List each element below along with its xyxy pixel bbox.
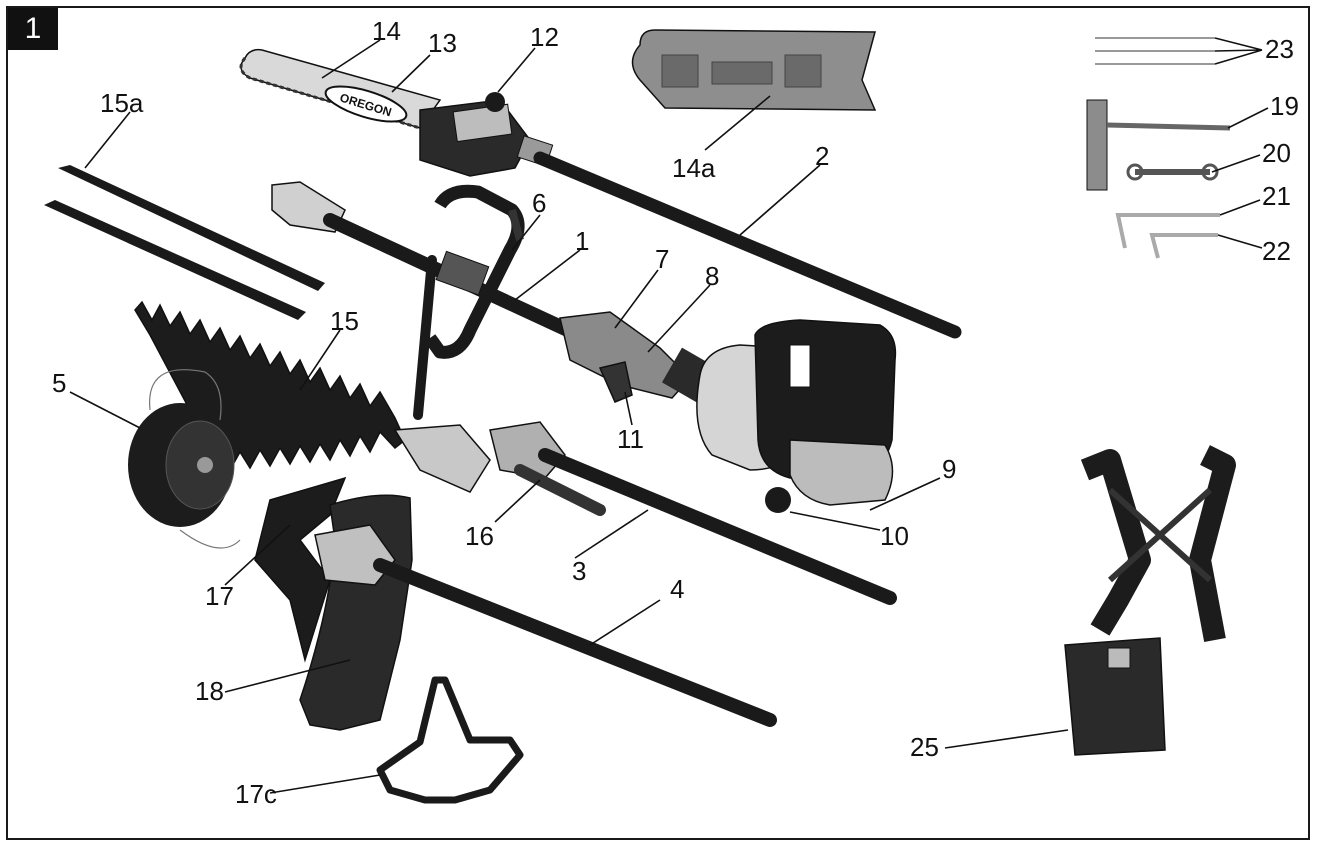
hex-key-22 <box>1149 233 1218 259</box>
figure-number-badge: 1 <box>8 8 58 50</box>
chain-tension-knob <box>485 92 505 112</box>
socket-wrench-19-body <box>1086 99 1108 191</box>
harness-cross <box>1107 487 1213 583</box>
three-tooth-blade-17c <box>376 676 524 804</box>
shaft-2 <box>533 151 962 339</box>
saw-chain-edge <box>239 57 421 130</box>
chain-guard-14a <box>631 29 877 111</box>
label-17: 17 <box>205 581 234 611</box>
engine-label <box>789 344 811 388</box>
label-18: 18 <box>195 676 224 706</box>
guard-bar-lower <box>44 200 306 320</box>
hedge-gearbox <box>393 424 491 493</box>
label-14: 14 <box>372 16 401 46</box>
fuel-cap-10 <box>765 487 791 513</box>
engine-drive-unit <box>271 181 897 513</box>
figure-frame <box>6 6 1310 840</box>
harness-pad <box>1064 637 1166 756</box>
handle-6-leg <box>413 255 437 420</box>
label-1: 1 <box>575 226 589 256</box>
tool-kit <box>1086 37 1231 259</box>
leader-lines <box>69 37 1269 794</box>
trimmer-line <box>149 369 222 421</box>
label-15a: 15a <box>100 88 144 118</box>
label-23: 23 <box>1265 34 1294 64</box>
throttle-trigger-11 <box>598 361 633 403</box>
label-2: 2 <box>815 141 829 171</box>
label-14a: 14a <box>672 153 716 183</box>
label-21: 21 <box>1262 181 1291 211</box>
oregon-logo-plate <box>324 85 408 123</box>
label-17c: 17c <box>235 779 277 809</box>
hex-key-21 <box>1115 213 1220 249</box>
label-15: 15 <box>330 306 359 336</box>
handle-clamp <box>435 250 490 296</box>
label-19: 19 <box>1270 91 1299 121</box>
label-6: 6 <box>532 188 546 218</box>
label-9: 9 <box>942 454 956 484</box>
label-7: 7 <box>655 244 669 274</box>
fuel-tank-9 <box>789 439 894 506</box>
guard-bar-upper <box>58 165 325 291</box>
shaft-4 <box>373 558 777 727</box>
harness-strap-right <box>1189 445 1236 643</box>
label-4: 4 <box>670 574 684 604</box>
trimmer-head-5 <box>128 369 241 549</box>
shaft-3 <box>538 448 897 605</box>
label-25: 25 <box>910 732 939 762</box>
handle-6-grip <box>508 208 524 242</box>
label-10: 10 <box>880 521 909 551</box>
label-3: 3 <box>572 556 586 586</box>
label-11: 11 <box>617 424 644 454</box>
hedge-blade-guards-15a <box>44 165 325 320</box>
chain-saw-attachment: OREGON <box>239 48 962 339</box>
label-20: 20 <box>1262 138 1291 168</box>
label-13: 13 <box>428 28 457 58</box>
socket-wrench-19-bar <box>1106 122 1231 131</box>
brush-cutter-attachment <box>254 476 777 731</box>
hedge-handle-16 <box>514 464 606 516</box>
saw-gear-cover <box>452 103 513 143</box>
label-16: 16 <box>465 521 494 551</box>
label-22: 22 <box>1262 236 1291 266</box>
label-8: 8 <box>705 261 719 291</box>
label-12: 12 <box>530 22 559 52</box>
label-5: 5 <box>52 368 66 398</box>
part-labels: 14 13 12 14a 2 15a 6 1 7 8 15 11 5 9 10 … <box>52 16 1299 809</box>
shoulder-harness-25 <box>1064 445 1236 756</box>
harness-strap-left <box>1080 449 1151 636</box>
